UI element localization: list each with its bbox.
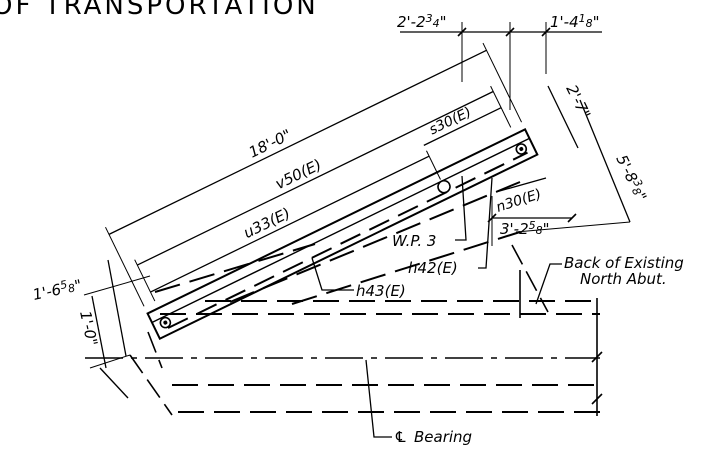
abutment-leader [535, 263, 562, 305]
beam-dashed-line [167, 151, 528, 329]
leader-labels: W.P. 3 h42(E) h43(E) Back of Existing No… [311, 175, 684, 446]
drawing-title: OF TRANSPORTATION [0, 0, 319, 21]
label-h43: h43(E) [356, 282, 406, 300]
right-diagonal-line [511, 244, 549, 313]
right-anchor-dot [519, 147, 524, 152]
left-anchor-dot [163, 320, 168, 325]
dim-line-18ft [108, 49, 487, 235]
top-dimensions: 2'-234" 1'-418" [397, 12, 602, 110]
label-v50: v50(E) [272, 155, 324, 193]
dim-text-top-left: 2'-234" [397, 12, 447, 31]
left-anchor-circle [159, 316, 172, 329]
label-north-abut: North Abut. [580, 270, 667, 288]
dim-text-left-1: 1'-658" [31, 275, 83, 304]
right-edge-tick-1 [591, 351, 603, 363]
right-dim-line-2 [579, 99, 631, 223]
dim-text-right-1: 2'-7" [562, 82, 594, 122]
skew-dashed-line-1 [154, 243, 316, 293]
left-dim-line-2 [91, 295, 107, 369]
dimension-ticks [457, 27, 577, 223]
right-dim-line-1 [547, 85, 579, 149]
tick-top-3 [541, 27, 551, 37]
dim-text-right-2: 5'-838" [612, 151, 651, 204]
dim-ext-18ft-left [105, 226, 145, 307]
label-s30: s30(E) [427, 104, 474, 138]
right-anchor-circle [515, 143, 528, 155]
right-dim-ext-2 [515, 221, 631, 233]
beam-inner-line [151, 137, 530, 324]
wp3-leader [455, 175, 467, 241]
dim-line-u33 [150, 155, 430, 293]
left-diagonal-line-1 [129, 354, 173, 416]
abutment-lines [85, 181, 603, 416]
left-ext-line-1 [83, 275, 151, 296]
left-diagonal-line-3 [99, 367, 129, 399]
beam-outline [146, 128, 539, 340]
h43-leader [311, 257, 354, 291]
label-h42: h42(E) [408, 259, 458, 277]
dim-line-s30 [423, 107, 502, 146]
left-dim-line-1 [107, 259, 127, 357]
centerline-icon: ℄ [394, 428, 407, 446]
dim-text-mid-right: 3'-258" [500, 219, 550, 238]
label-back-of-existing: Back of Existing [564, 254, 684, 272]
bearing-leader [365, 359, 392, 438]
dim-line-v50 [137, 90, 494, 266]
label-wp3: W.P. 3 [392, 232, 436, 250]
h42-leader [478, 177, 493, 269]
dim-text-left-2: 1'-0" [76, 309, 101, 347]
label-bearing: Bearing [414, 428, 472, 446]
left-ext-line-2 [89, 354, 131, 369]
left-diagonal-line-2 [147, 331, 163, 369]
right-edge-tick-2 [591, 393, 603, 405]
n30-dim-line [495, 177, 547, 193]
work-point-circle [437, 179, 451, 194]
skew-dashed-line-3 [291, 231, 521, 305]
dim-ext-u33-right [426, 150, 441, 180]
tick-top-2 [505, 27, 515, 37]
tick-top-1 [457, 27, 467, 37]
left-dimensions: 1'-658" 1'-0" [31, 259, 151, 369]
inclined-member-group: 18'-0" v50(E) u33(E) s30(E) [105, 42, 539, 340]
tick-mid-right-1 [487, 213, 497, 223]
label-u33: u33(E) [241, 204, 294, 242]
skew-dashed-line-2 [229, 181, 521, 303]
tick-mid-right-2 [567, 213, 577, 223]
dim-ext-v50-right [490, 85, 512, 128]
dim-ext-v50-left [134, 259, 156, 302]
dim-text-top-right: 1'-418" [550, 12, 600, 31]
dim-ext-18ft-right [482, 42, 523, 123]
